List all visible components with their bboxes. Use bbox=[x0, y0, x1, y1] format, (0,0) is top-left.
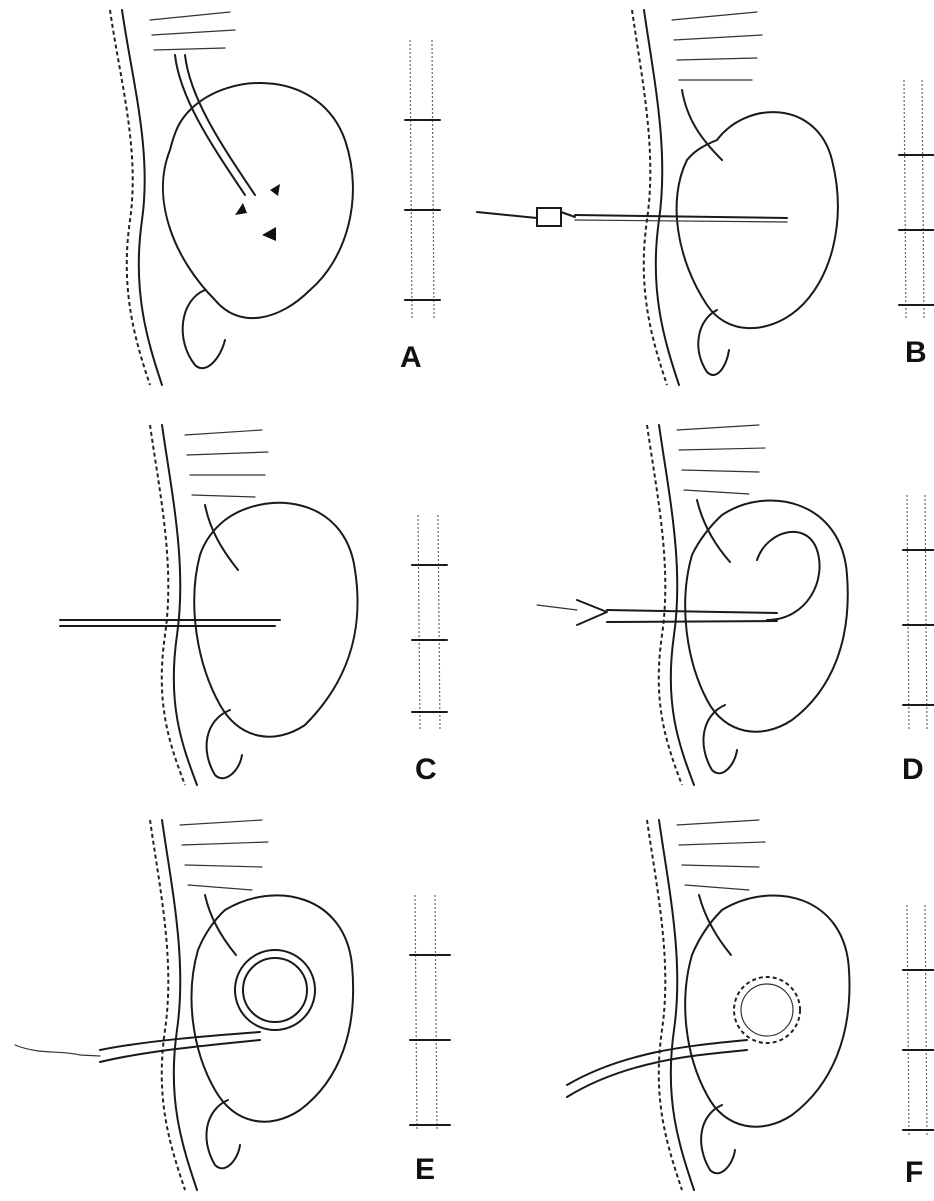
spine bbox=[899, 80, 934, 320]
panel-a: A bbox=[0, 0, 467, 400]
esophagus bbox=[699, 895, 731, 955]
spine bbox=[410, 895, 450, 1130]
panel-label-e: E bbox=[415, 1155, 435, 1185]
duodenum bbox=[206, 1100, 240, 1168]
ribs bbox=[677, 820, 765, 890]
abdominal-wall bbox=[150, 425, 197, 785]
abdominal-wall bbox=[647, 820, 694, 1190]
gas-arrows bbox=[235, 184, 280, 241]
dilator bbox=[537, 600, 777, 625]
panel-c: C bbox=[0, 400, 467, 800]
panel-d: D bbox=[467, 400, 934, 800]
abdominal-wall bbox=[647, 425, 694, 785]
esophagus bbox=[697, 500, 730, 562]
abdominal-wall bbox=[150, 820, 197, 1190]
panel-f: F bbox=[467, 800, 934, 1200]
duodenum bbox=[703, 705, 737, 773]
needle bbox=[477, 208, 787, 226]
spine bbox=[405, 40, 440, 320]
panel-label-f: F bbox=[905, 1158, 923, 1188]
abdominal-wall bbox=[110, 10, 162, 385]
stomach-outline bbox=[685, 501, 848, 732]
spine bbox=[412, 515, 447, 730]
ribs bbox=[672, 12, 762, 80]
stomach-outline bbox=[163, 83, 353, 318]
panel-b-drawing bbox=[467, 0, 934, 400]
panel-a-drawing bbox=[0, 0, 467, 400]
panel-e: E bbox=[0, 800, 467, 1200]
ribs bbox=[677, 425, 765, 494]
panel-label-b: B bbox=[905, 338, 927, 368]
ribs bbox=[150, 12, 235, 50]
panel-label-a: A bbox=[400, 343, 422, 373]
panel-c-drawing bbox=[0, 400, 467, 800]
panel-f-drawing bbox=[467, 800, 934, 1200]
panel-d-drawing bbox=[467, 400, 934, 800]
panel-e-drawing bbox=[0, 800, 467, 1200]
esophagus bbox=[205, 895, 236, 955]
duodenum bbox=[207, 710, 242, 778]
guidewire-loop bbox=[757, 532, 820, 620]
stomach-outline bbox=[685, 896, 849, 1127]
duodenum bbox=[701, 1105, 735, 1173]
guidewire bbox=[60, 620, 280, 626]
duodenum bbox=[183, 290, 225, 368]
panel-label-c: C bbox=[415, 755, 437, 785]
catheter bbox=[15, 1032, 260, 1062]
spine bbox=[903, 905, 934, 1135]
stomach-outline bbox=[677, 112, 838, 328]
catheter-tube bbox=[567, 1040, 747, 1097]
ribs bbox=[185, 430, 268, 497]
catheter-loop bbox=[235, 950, 315, 1030]
esophagus-inner bbox=[185, 55, 255, 195]
panel-b: B bbox=[467, 0, 934, 400]
esophagus bbox=[682, 90, 722, 160]
ribs bbox=[180, 820, 268, 890]
stomach-outline bbox=[192, 895, 354, 1121]
abdominal-wall bbox=[632, 10, 679, 385]
spine bbox=[903, 495, 934, 730]
panel-label-d: D bbox=[902, 755, 924, 785]
pigtail-catheter bbox=[734, 977, 800, 1043]
duodenum bbox=[698, 310, 729, 375]
